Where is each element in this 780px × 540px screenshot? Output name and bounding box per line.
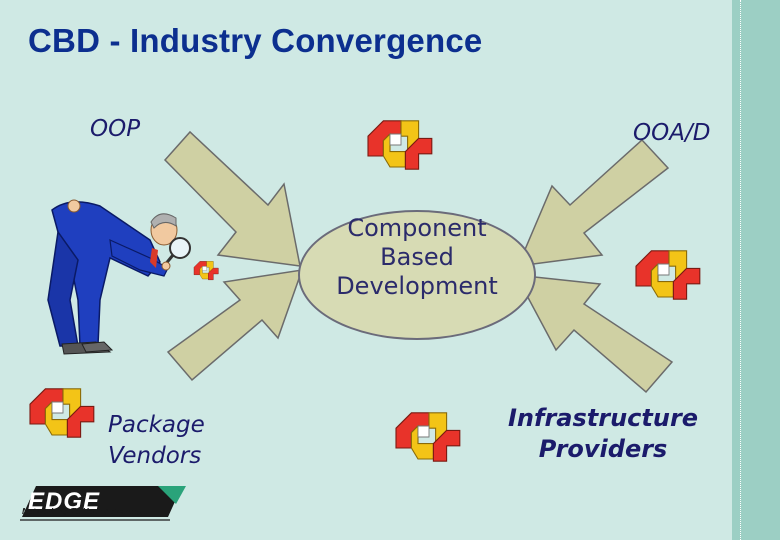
component-cube-icon	[29, 388, 95, 438]
component-cube-icon	[395, 412, 461, 462]
label-infra-line1: Infrastructure	[508, 404, 699, 432]
center-line2: Based	[380, 243, 454, 271]
label-oop: OOP	[90, 116, 141, 142]
center-line1: Component	[347, 214, 487, 242]
label-package-line1: Package	[108, 412, 205, 438]
dotted-divider	[740, 0, 741, 540]
center-ellipse	[298, 210, 536, 340]
center-text: Component Based Development	[298, 214, 536, 301]
arrow-from-infra	[514, 274, 674, 394]
center-line3: Development	[336, 272, 498, 300]
slide-title: CBD - Industry Convergence	[28, 22, 483, 59]
arrow-from-package	[166, 269, 304, 382]
label-package-vendors: Package Vendors	[108, 410, 205, 472]
businessman-magnifier-icon	[47, 199, 191, 355]
component-cube-icon	[193, 261, 219, 281]
edge-logo	[20, 486, 186, 521]
arrow-from-oop	[163, 130, 301, 267]
decorative-side-band	[732, 0, 780, 540]
label-infrastructure-providers: Infrastructure Providers	[508, 403, 698, 465]
logo-word: EDGE	[28, 488, 101, 515]
logo-tagline: Networking To Your Advantage	[22, 506, 148, 516]
component-cube-icon	[367, 120, 433, 170]
component-cube-icon	[635, 250, 701, 300]
arrow-from-ooad	[516, 138, 670, 267]
label-ooad: OOA/D	[633, 120, 711, 146]
label-package-line2: Vendors	[108, 443, 202, 469]
label-infra-line2: Providers	[538, 435, 668, 463]
